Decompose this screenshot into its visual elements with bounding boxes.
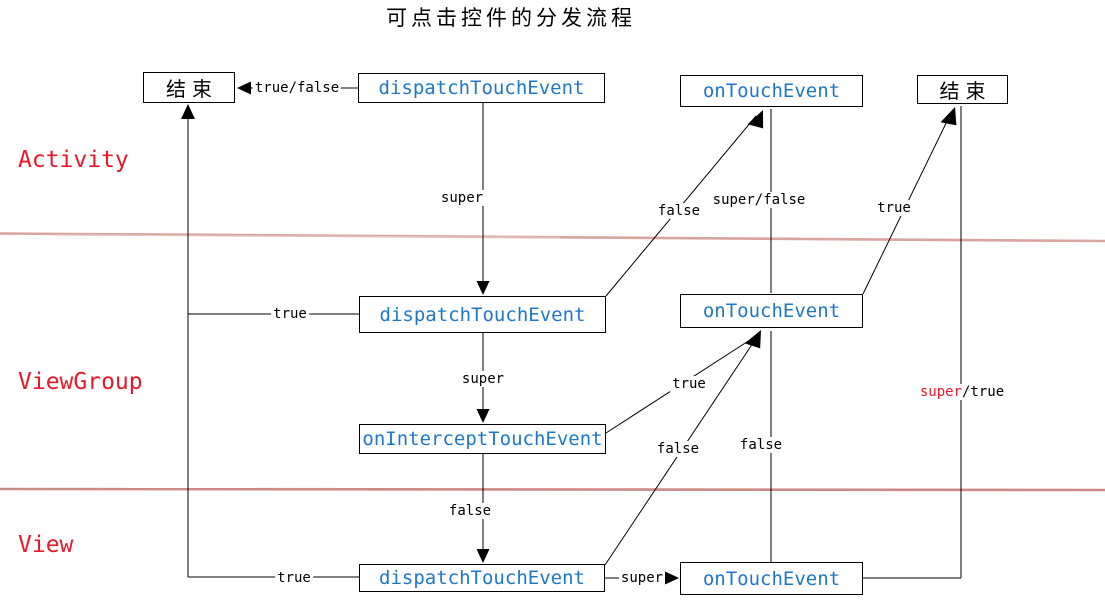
edge-label-super-true-red-part: super <box>919 384 962 400</box>
node-dispatchtouchevent-view: dispatchTouchEvent <box>359 564 605 592</box>
edge-label-super-activity: super <box>438 190 486 206</box>
node-onintercepttouchevent-viewgroup: onInterceptTouchEvent <box>359 424 606 454</box>
node-ontouchevent-activity: onTouchEvent <box>680 75 863 107</box>
layer-label-viewgroup: ViewGroup <box>18 369 143 395</box>
divider-line-activity-viewgroup <box>0 232 1105 243</box>
edge-label-super-false: super/false <box>710 192 808 208</box>
edge-label-true-viewgroup-ontouch: true <box>875 200 913 216</box>
divider-line-viewgroup-view <box>0 487 1105 492</box>
layer-label-activity: Activity <box>18 147 129 173</box>
edge-label-super-true-black-part: /true <box>962 384 1005 400</box>
arrowheads <box>181 81 957 585</box>
edge-label-true-false: true/false <box>252 80 342 96</box>
edge-label-super-viewgroup: super <box>459 371 507 387</box>
layer-label-view: View <box>18 532 74 558</box>
edge-label-super-view-dispatch: super <box>618 570 666 586</box>
edge-label-false-view-ontouch: false <box>737 437 785 453</box>
edge-label-true-intercept: true <box>670 376 708 392</box>
edge-label-true-viewgroup-dispatch: true <box>271 306 309 322</box>
diagram-title: 可点击控件的分发流程 <box>386 6 636 30</box>
node-dispatchtouchevent-activity: dispatchTouchEvent <box>358 73 605 103</box>
node-ontouchevent-view: onTouchEvent <box>680 562 863 595</box>
edge-label-super-true: super/true <box>917 384 1007 400</box>
edge-label-false-view-dispatch: false <box>654 441 702 457</box>
node-ontouchevent-viewgroup: onTouchEvent <box>680 294 863 328</box>
edge-label-true-view-dispatch: true <box>275 570 313 586</box>
node-end-right: 结束 <box>917 75 1008 104</box>
flow-connectors <box>187 87 962 579</box>
edge-label-false-viewgroup-dispatch: false <box>655 203 703 219</box>
edge-label-false-intercept: false <box>446 503 494 519</box>
node-end-activity: 结束 <box>143 72 235 103</box>
node-dispatchtouchevent-viewgroup: dispatchTouchEvent <box>359 296 606 333</box>
